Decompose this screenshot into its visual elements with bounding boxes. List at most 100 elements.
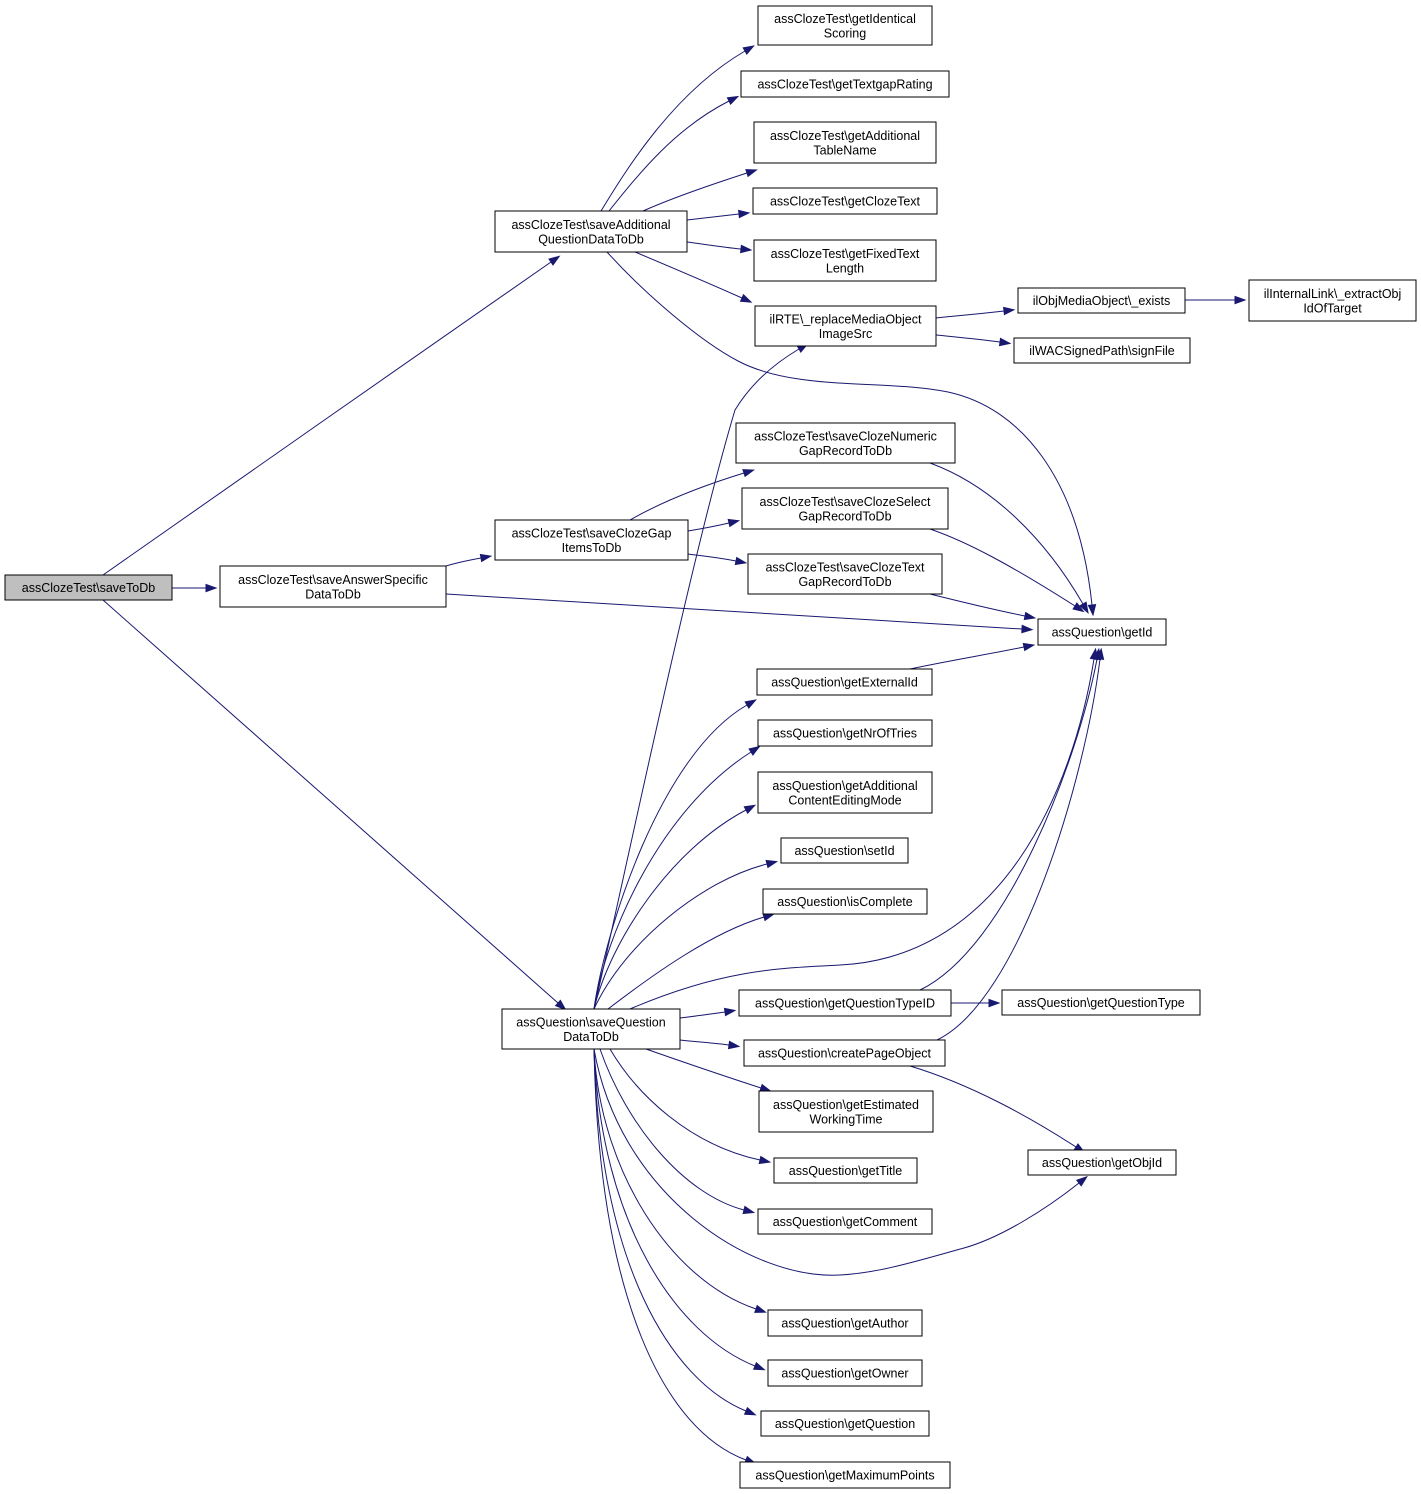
node-box: [773, 1157, 918, 1184]
edge-line: [645, 1048, 762, 1089]
node-getMaximumPoints[interactable]: assQuestion\getMaximumPoints: [739, 1461, 951, 1489]
node-getClozeText[interactable]: assClozeTest\getClozeText: [752, 187, 938, 215]
edge-line: [593, 751, 752, 1010]
edge-saveAdditional-to-getIdenticalScoring: [600, 45, 755, 212]
arrowhead-icon: [743, 1406, 757, 1416]
arrowhead-icon: [479, 553, 493, 563]
edge-saveClozeGap-to-saveClozeSelect: [687, 518, 741, 532]
node-isComplete[interactable]: assQuestion\isComplete: [762, 888, 928, 915]
edge-objMediaExists-to-extractObjId: [1184, 295, 1247, 305]
node-objMediaExists[interactable]: ilObjMediaObject\_exists: [1017, 287, 1186, 314]
edge-saveAdditional-to-getClozeText: [686, 209, 751, 221]
node-label-line: WorkingTime: [810, 1112, 883, 1126]
node-getQuestionTypeID[interactable]: assQuestion\getQuestionTypeID: [738, 989, 952, 1017]
edge-saveClozeGap-to-saveClozeText: [687, 553, 748, 566]
arrowhead-icon: [742, 45, 755, 55]
node-label-line: assClozeTest\saveClozeNumeric: [754, 429, 937, 443]
edge-line: [929, 593, 1026, 617]
node-getObjId[interactable]: assQuestion\getObjId: [1027, 1149, 1177, 1176]
edge-line: [642, 172, 748, 212]
node-label-line: TableName: [813, 143, 876, 157]
arrowhead-icon: [743, 804, 757, 815]
node-label-line: assQuestion\getEstimated: [773, 1098, 919, 1112]
node-getNrOfTries[interactable]: assQuestion\getNrOfTries: [757, 719, 933, 747]
node-getExternalId[interactable]: assQuestion\getExternalId: [756, 668, 933, 696]
edge-saveQuestionData-to-createPageObject: [679, 1039, 741, 1050]
edge-saveQuestionData-to-getNrOfTries: [593, 745, 761, 1010]
arrowhead-icon: [738, 209, 751, 219]
edge-line: [687, 553, 737, 562]
edge-saveClozeSelect-to-getId: [929, 528, 1085, 613]
edge-line: [609, 1048, 761, 1161]
edge-line: [445, 593, 1023, 630]
node-box: [747, 553, 943, 595]
node-saveAdditional[interactable]: assClozeTest\saveAdditionalQuestionDataT…: [494, 210, 688, 253]
node-label-line: ilInternalLink\_extractObj: [1264, 287, 1402, 301]
node-box: [741, 487, 949, 530]
node-label-line: QuestionDataToDb: [538, 232, 644, 246]
node-label-line: assQuestion\createPageObject: [758, 1047, 932, 1061]
node-label-line: assQuestion\getExternalId: [771, 676, 918, 690]
node-label-line: Length: [826, 261, 864, 275]
edge-line: [686, 213, 740, 221]
node-box: [753, 121, 937, 164]
edge-saveAnswerSpecific-to-saveClozeGap: [445, 553, 493, 567]
node-label-line: ilObjMediaObject\_exists: [1033, 294, 1171, 308]
arrowhead-icon: [205, 583, 218, 593]
arrowhead-icon: [1095, 647, 1105, 660]
edge-createPageObject-to-getObjId: [909, 1065, 1086, 1154]
edge-saveQuestionData-to-getTitle: [609, 1048, 772, 1165]
node-getQuestionType[interactable]: assQuestion\getQuestionType: [1001, 989, 1201, 1016]
edge-line: [599, 1048, 745, 1211]
edge-line: [593, 863, 768, 1010]
node-label-line: assClozeTest\saveClozeSelect: [760, 495, 931, 509]
node-getId[interactable]: assQuestion\getId: [1037, 618, 1167, 646]
node-getOwner[interactable]: assQuestion\getOwner: [767, 1359, 923, 1387]
node-signFile[interactable]: ilWACSignedPath\signFile: [1013, 337, 1191, 364]
node-label-line: GapRecordToDb: [798, 509, 891, 523]
node-getTextgapRating[interactable]: assClozeTest\getTextgapRating: [740, 70, 950, 98]
node-box: [757, 1208, 933, 1235]
node-getTitle[interactable]: assQuestion\getTitle: [773, 1157, 918, 1184]
node-box: [1001, 989, 1201, 1016]
node-box: [757, 771, 933, 814]
edge-saveQuestionData-to-getOwner: [593, 1048, 766, 1371]
edge-line: [634, 251, 743, 299]
edge-root-to-saveAdditional: [102, 255, 561, 576]
node-getAuthor[interactable]: assQuestion\getAuthor: [767, 1309, 923, 1337]
edge-saveQuestionData-to-getMaximumPoints: [593, 1048, 757, 1465]
node-box: [4, 574, 173, 601]
node-saveClozeNumeric[interactable]: assClozeTest\saveClozeNumericGapRecordTo…: [735, 422, 956, 464]
node-label-line: assQuestion\isComplete: [777, 895, 913, 909]
edge-line: [687, 522, 730, 532]
edge-createPageObject-to-getId: [936, 647, 1105, 1041]
edge-line: [929, 462, 1084, 605]
node-getQuestion[interactable]: assQuestion\getQuestion: [760, 1410, 930, 1437]
node-getAdditionalContentEditingMode[interactable]: assQuestion\getAdditionalContentEditingM…: [757, 771, 933, 814]
node-createPageObject[interactable]: assQuestion\createPageObject: [743, 1039, 946, 1067]
edge-line: [935, 310, 1005, 319]
node-label-line: ItemsToDb: [562, 541, 622, 555]
node-saveClozeSelect[interactable]: assClozeTest\saveClozeSelectGapRecordToD…: [741, 487, 949, 530]
node-root[interactable]: assClozeTest\saveToDb: [4, 574, 173, 601]
node-box: [1037, 618, 1167, 646]
node-label-line: assClozeTest\getAdditional: [770, 129, 920, 143]
node-getComment[interactable]: assQuestion\getComment: [757, 1208, 933, 1235]
node-label-line: assClozeTest\saveAdditional: [511, 218, 670, 232]
node-label-line: assClozeTest\saveToDb: [22, 581, 155, 595]
node-setId[interactable]: assQuestion\setId: [780, 837, 909, 864]
edge-getQuestionTypeID-to-getId: [919, 647, 1102, 991]
node-label-line: assQuestion\getComment: [773, 1215, 918, 1229]
node-box: [758, 1090, 934, 1133]
